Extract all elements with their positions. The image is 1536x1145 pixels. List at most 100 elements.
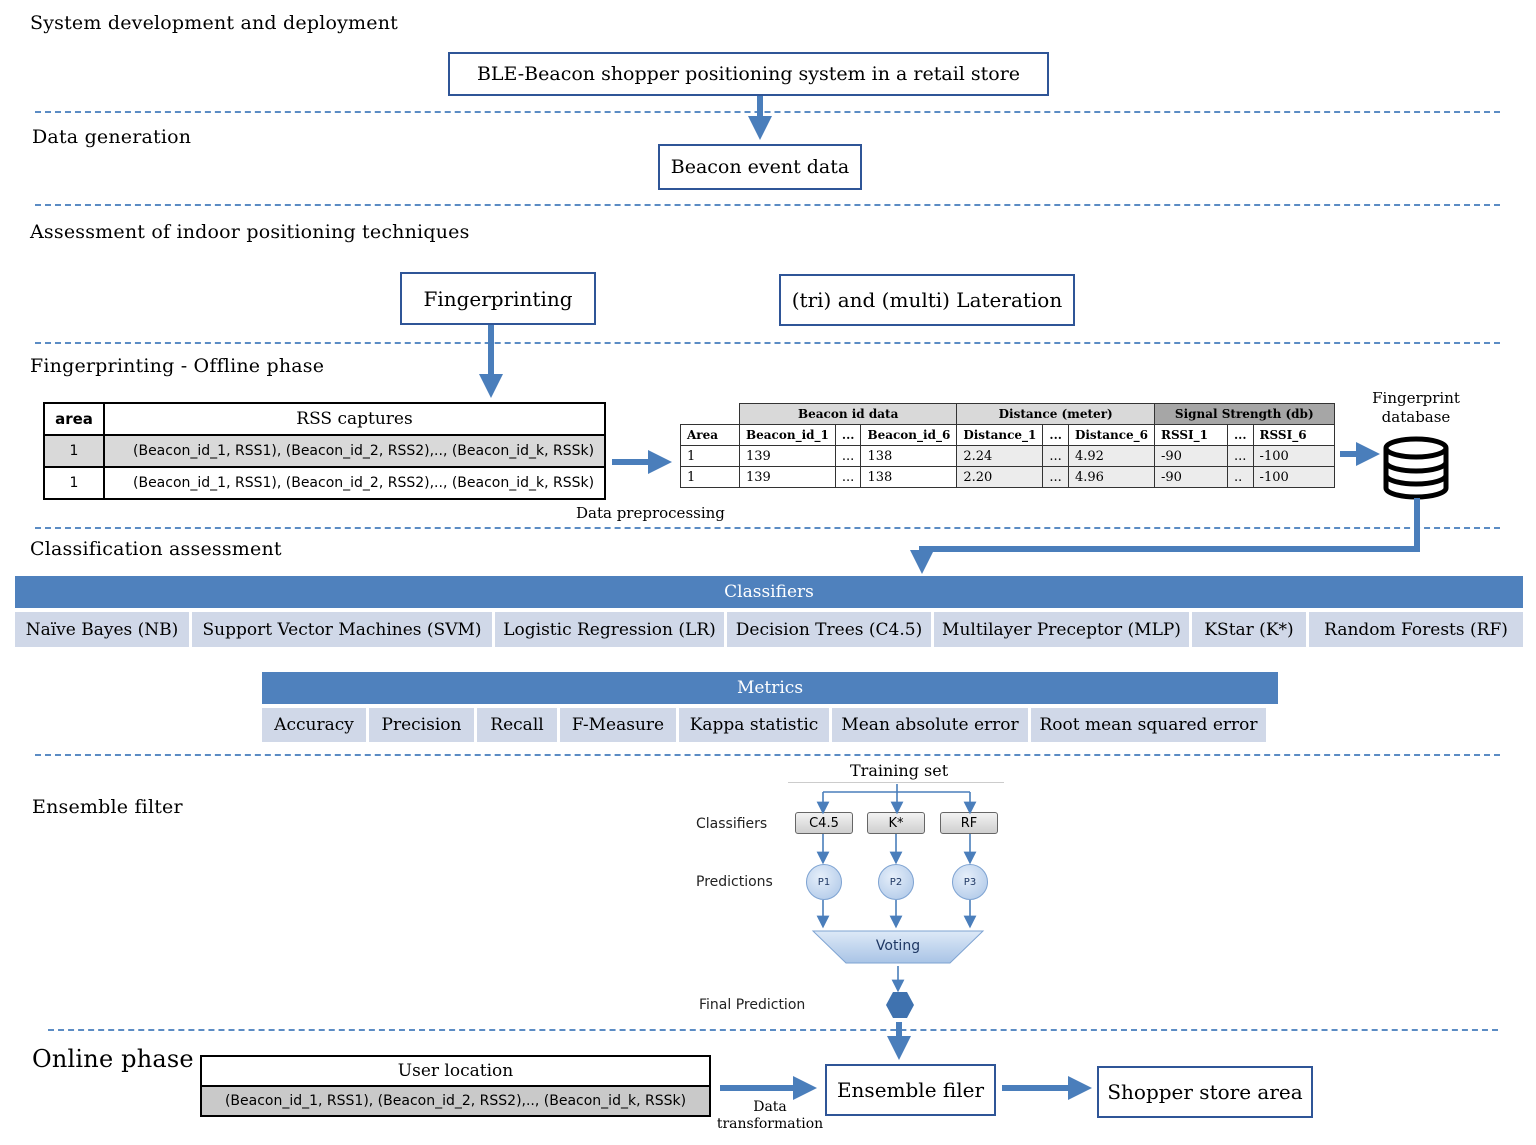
classifier-item: KStar (K*) — [1192, 612, 1306, 647]
beacon-data-table: Beacon id data Distance (meter) Signal S… — [680, 403, 1335, 488]
ensemble-predictions-label: Predictions — [696, 874, 773, 890]
col-header: RSSI_6 — [1252, 424, 1335, 446]
section-assessment: Assessment of indoor positioning techniq… — [30, 221, 470, 243]
table-row: 1 139 ... 138 2.20 ... 4.96 -90 .. -100 — [680, 466, 1335, 488]
group-distance: Distance (meter) — [956, 403, 1155, 425]
section-system-dev: System development and deployment — [30, 12, 398, 34]
beacon-event-data-box: Beacon event data — [658, 144, 862, 190]
user-location-table: User location (Beacon_id_1, RSS1), (Beac… — [200, 1055, 711, 1117]
separator — [35, 204, 1500, 206]
prediction-p3: P3 — [952, 864, 988, 900]
classifiers-header: Classifiers — [15, 576, 1523, 608]
cell: 1 — [680, 466, 740, 488]
table-row: 1 (Beacon_id_1, RSS1), (Beacon_id_2, RSS… — [43, 434, 606, 468]
rss-cell: 1 — [43, 434, 105, 468]
classifier-box-rf: RF — [940, 812, 998, 834]
fingerprint-db-label: Fingerprint database — [1362, 389, 1470, 427]
section-classification: Classification assessment — [30, 538, 282, 560]
data-transformation-line2: transformation — [716, 1116, 824, 1132]
group-beacon-id: Beacon id data — [738, 403, 958, 425]
cell: 2.20 — [956, 466, 1044, 488]
data-transformation-line1: Data — [753, 1099, 787, 1115]
database-icon — [1383, 436, 1449, 500]
cell: 139 — [739, 445, 836, 467]
metric-item: Accuracy — [262, 708, 366, 742]
lateration-box: (tri) and (multi) Lateration — [779, 274, 1075, 326]
prediction-p2: P2 — [878, 864, 914, 900]
section-ensemble-filter: Ensemble filter — [32, 796, 183, 818]
cell: 1 — [680, 445, 740, 467]
section-offline-phase: Fingerprinting - Offline phase — [30, 355, 325, 377]
classifier-box-kstar: K* — [867, 812, 925, 834]
data-preprocessing-label: Data preprocessing — [576, 504, 725, 522]
classifier-item: Multilayer Preceptor (MLP) — [934, 612, 1189, 647]
classifier-item: Logistic Regression (LR) — [495, 612, 724, 647]
final-prediction-label: Final Prediction — [699, 997, 806, 1013]
metrics-header: Metrics — [262, 672, 1278, 704]
metric-item: Root mean squared error — [1031, 708, 1266, 742]
classifier-item: Random Forests (RF) — [1309, 612, 1523, 647]
final-prediction-hexagon — [886, 992, 914, 1018]
metric-item: Mean absolute error — [832, 708, 1028, 742]
training-set-underline — [788, 782, 1004, 783]
ble-system-box: BLE-Beacon shopper positioning system in… — [448, 52, 1049, 96]
col-header: Beacon_id_1 — [739, 424, 836, 446]
col-header: Distance_6 — [1067, 424, 1156, 446]
table-row: 1 (Beacon_id_1, RSS1), (Beacon_id_2, RSS… — [43, 466, 606, 500]
fingerprinting-box: Fingerprinting — [400, 272, 596, 325]
ensemble-filer-box: Ensemble filer — [825, 1064, 996, 1116]
fingerprint-db-line1: Fingerprint — [1372, 389, 1460, 407]
cell: ... — [1042, 445, 1069, 467]
col-header: Distance_1 — [956, 424, 1044, 446]
cell: -100 — [1252, 445, 1335, 467]
cell: ... — [834, 466, 862, 488]
classifiers-row: Naïve Bayes (NB) Support Vector Machines… — [15, 612, 1523, 647]
cell: .. — [1227, 466, 1254, 488]
cell: 4.96 — [1067, 466, 1156, 488]
prediction-p1: P1 — [806, 864, 842, 900]
group-signal-strength: Signal Strength (db) — [1154, 403, 1335, 425]
metric-item: F-Measure — [560, 708, 676, 742]
col-header: Beacon_id_6 — [860, 424, 958, 446]
separator — [35, 527, 1500, 529]
user-location-header: User location — [200, 1055, 711, 1087]
cell: 138 — [860, 466, 958, 488]
fingerprint-db-line2: database — [1381, 408, 1451, 426]
cell: -100 — [1252, 466, 1335, 488]
table-row: (Beacon_id_1, RSS1), (Beacon_id_2, RSS2)… — [200, 1085, 711, 1117]
classifier-item: Naïve Bayes (NB) — [15, 612, 189, 647]
cell: 139 — [739, 466, 836, 488]
separator — [35, 754, 1500, 756]
col-header: RSSI_1 — [1154, 424, 1228, 446]
cell: ... — [1042, 466, 1069, 488]
training-set-label: Training set — [850, 761, 949, 780]
metric-item: Precision — [369, 708, 474, 742]
col-header: ... — [834, 424, 862, 446]
section-data-generation: Data generation — [32, 126, 192, 148]
col-header: ... — [1042, 424, 1069, 446]
data-transformation-label: Data transformation — [716, 1099, 824, 1133]
col-header: ... — [1227, 424, 1254, 446]
rss-cell: (Beacon_id_1, RSS1), (Beacon_id_2, RSS2)… — [103, 434, 606, 468]
ensemble-classifiers-label: Classifiers — [696, 816, 768, 832]
separator — [48, 1029, 1498, 1031]
shopper-store-area-box: Shopper store area — [1097, 1066, 1313, 1118]
arrow-db-to-classifiers — [910, 498, 1420, 574]
cell: 138 — [860, 445, 958, 467]
separator — [35, 342, 1500, 344]
section-online-phase: Online phase — [32, 1045, 194, 1073]
classifier-item: Support Vector Machines (SVM) — [192, 612, 492, 647]
cell: 4.92 — [1067, 445, 1156, 467]
classifier-item: Decision Trees (C4.5) — [727, 612, 931, 647]
col-header: Area — [680, 424, 740, 446]
classifier-box-c45: C4.5 — [795, 812, 853, 834]
table-row: 1 139 ... 138 2.24 ... 4.92 -90 ... -100 — [680, 445, 1335, 467]
rss-col-area: area — [43, 402, 105, 436]
metric-item: Recall — [477, 708, 557, 742]
metric-item: Kappa statistic — [679, 708, 829, 742]
voting-label: Voting — [875, 938, 921, 954]
separator — [35, 111, 1500, 113]
metrics-row: Accuracy Precision Recall F-Measure Kapp… — [262, 708, 1278, 742]
rss-cell: 1 — [43, 466, 105, 500]
cell: -90 — [1154, 445, 1228, 467]
